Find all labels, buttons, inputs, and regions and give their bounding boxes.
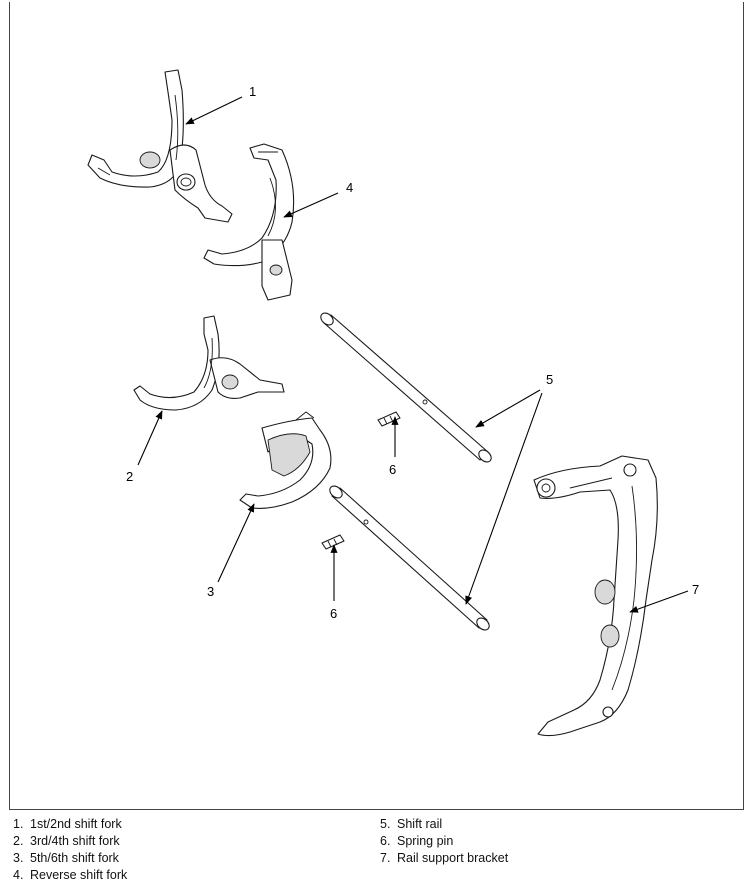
legend-left: 1.1st/2nd shift fork 2.3rd/4th shift for… [13, 816, 127, 884]
shift-fork-1st-2nd [87, 69, 233, 223]
spring-pin-upper [377, 411, 401, 427]
shift-rail-lower [329, 485, 490, 631]
callout-6-lower: 6 [330, 606, 337, 621]
exploded-view-drawing: 1 4 5 2 6 3 6 7 [87, 69, 699, 737]
leader-lines [137, 96, 689, 613]
spring-pin-lower [321, 534, 345, 550]
callout-7: 7 [692, 582, 699, 597]
callout-6-upper: 6 [389, 462, 396, 477]
rail-support-bracket [533, 455, 658, 737]
legend-item-7: 7.Rail support bracket [380, 851, 509, 865]
callout-4: 4 [346, 180, 353, 195]
diagram-frame [9, 2, 744, 810]
legend-item-1: 1.1st/2nd shift fork [13, 817, 122, 831]
legend-item-6: 6.Spring pin [380, 834, 454, 848]
shift-fork-5th-6th [239, 411, 332, 509]
callout-5: 5 [546, 372, 553, 387]
legend-item-5: 5.Shift rail [380, 817, 443, 831]
callout-1: 1 [249, 84, 256, 99]
legend-right: 5.Shift rail 6.Spring pin 7.Rail support… [380, 816, 508, 867]
shift-fork-3rd-4th [133, 315, 285, 411]
legend-item-3: 3.5th/6th shift fork [13, 851, 119, 865]
legend-item-4: 4.Reverse shift fork [13, 868, 128, 882]
shift-rail-upper [320, 312, 492, 463]
callout-2: 2 [126, 469, 133, 484]
shift-fork-reverse [203, 143, 295, 301]
legend-item-2: 2.3rd/4th shift fork [13, 834, 120, 848]
callout-3: 3 [207, 584, 214, 599]
